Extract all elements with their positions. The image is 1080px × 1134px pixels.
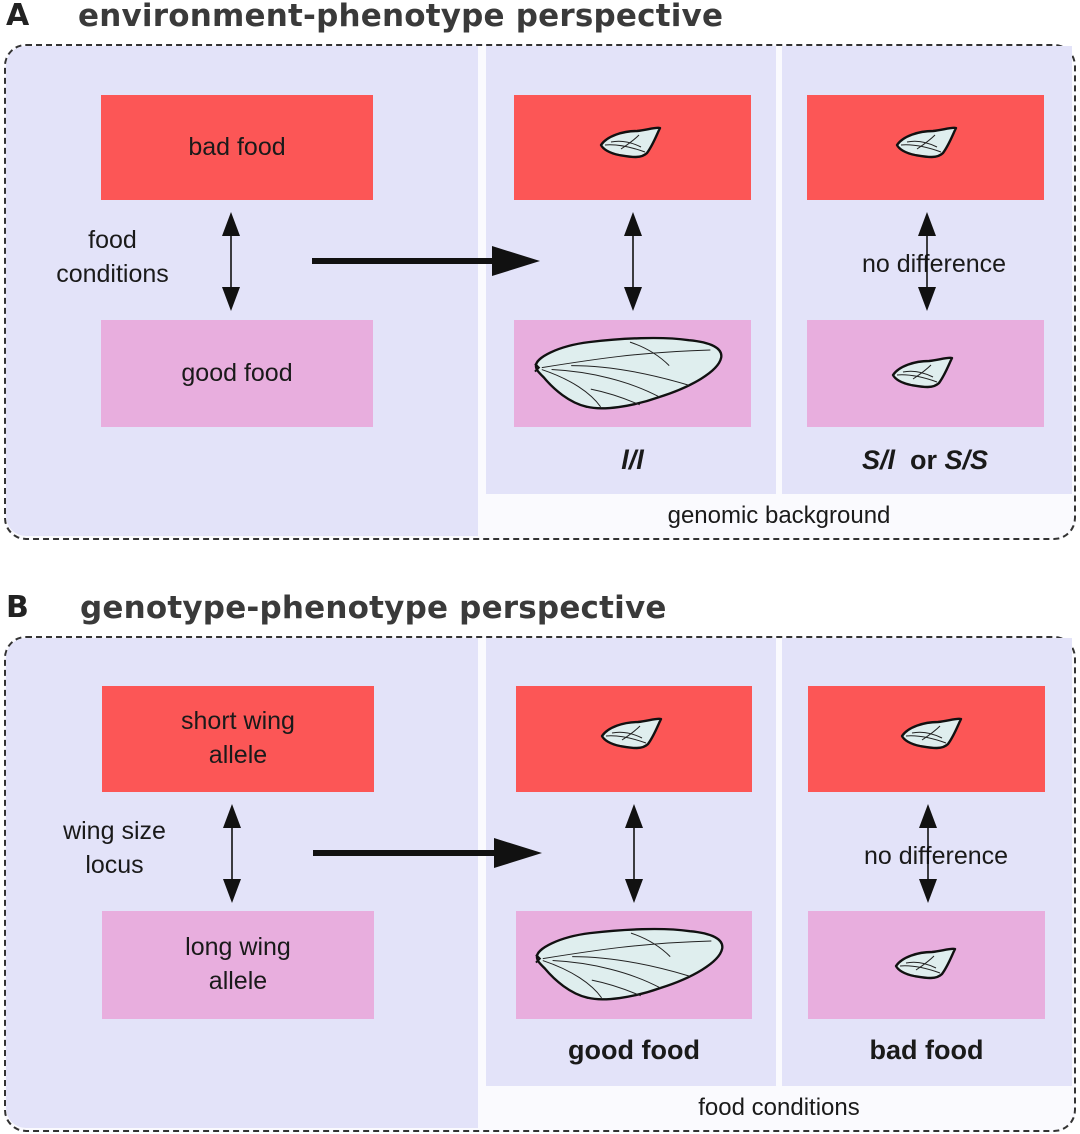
small-wing-icon (600, 717, 663, 750)
panel-a-title: environment-phenotype perspective (78, 0, 724, 34)
long-wing-line1: long wing (185, 933, 291, 962)
short-wing-line2: allele (208, 741, 268, 769)
ll-genotype-label: l/l (621, 445, 644, 475)
or-word: or (909, 445, 937, 475)
short-wing-allele-label: short wing allele (181, 705, 295, 773)
panel-b-title: genotype-phenotype perspective (80, 590, 667, 626)
good-food-column-label: good food (568, 1035, 700, 1065)
ss-genotype: S/S (944, 445, 989, 475)
long-wing-allele-label: long wing allele (185, 931, 291, 999)
double-arrow-icon (222, 212, 240, 311)
panel-b-letter: B (6, 590, 29, 625)
bad-food-box: bad food (101, 95, 373, 200)
sl-ss-genotype-label: S/l or S/S (800, 442, 1050, 478)
axis-label-b-line1: wing size (63, 817, 166, 845)
wing-size-locus-axis-label: wing size locus (42, 815, 187, 883)
axis-label-line1: food (88, 226, 137, 254)
short-wing-allele-box: short wing allele (102, 686, 374, 792)
small-wing-icon (900, 717, 963, 750)
double-arrow-icon (223, 804, 241, 903)
small-wing-icon (895, 126, 958, 159)
right-arrow-icon (312, 246, 540, 276)
large-wing-icon (533, 336, 723, 410)
sl-genotype: S/l (861, 445, 895, 475)
small-wing-icon (891, 356, 954, 389)
no-difference-label-a: no difference (861, 250, 1007, 278)
good-food-label: good food (181, 358, 293, 387)
right-arrow-icon (313, 838, 542, 868)
double-arrow-icon (919, 804, 937, 903)
food-conditions-axis-label: food conditions (40, 224, 185, 292)
no-difference-label-b: no difference (863, 842, 1009, 870)
axis-label-line2: conditions (56, 259, 169, 288)
double-arrow-icon (625, 804, 643, 903)
bad-food-label: bad food (188, 132, 286, 161)
good-food-box: good food (101, 320, 373, 427)
short-wing-line1: short wing (181, 707, 295, 736)
long-wing-line2: allele (208, 967, 268, 995)
small-wing-icon (894, 947, 957, 980)
panel-a-letter: A (6, 0, 30, 33)
large-wing-icon (534, 927, 724, 1001)
bad-food-column-label: bad food (869, 1035, 984, 1065)
food-conditions-caption: food conditions (698, 1094, 860, 1121)
axis-label-b-line2: locus (85, 850, 144, 879)
long-wing-allele-box: long wing allele (102, 911, 374, 1019)
genomic-background-caption: genomic background (667, 502, 891, 529)
small-wing-icon (599, 126, 662, 159)
double-arrow-icon (624, 212, 642, 311)
double-arrow-icon (918, 212, 936, 311)
